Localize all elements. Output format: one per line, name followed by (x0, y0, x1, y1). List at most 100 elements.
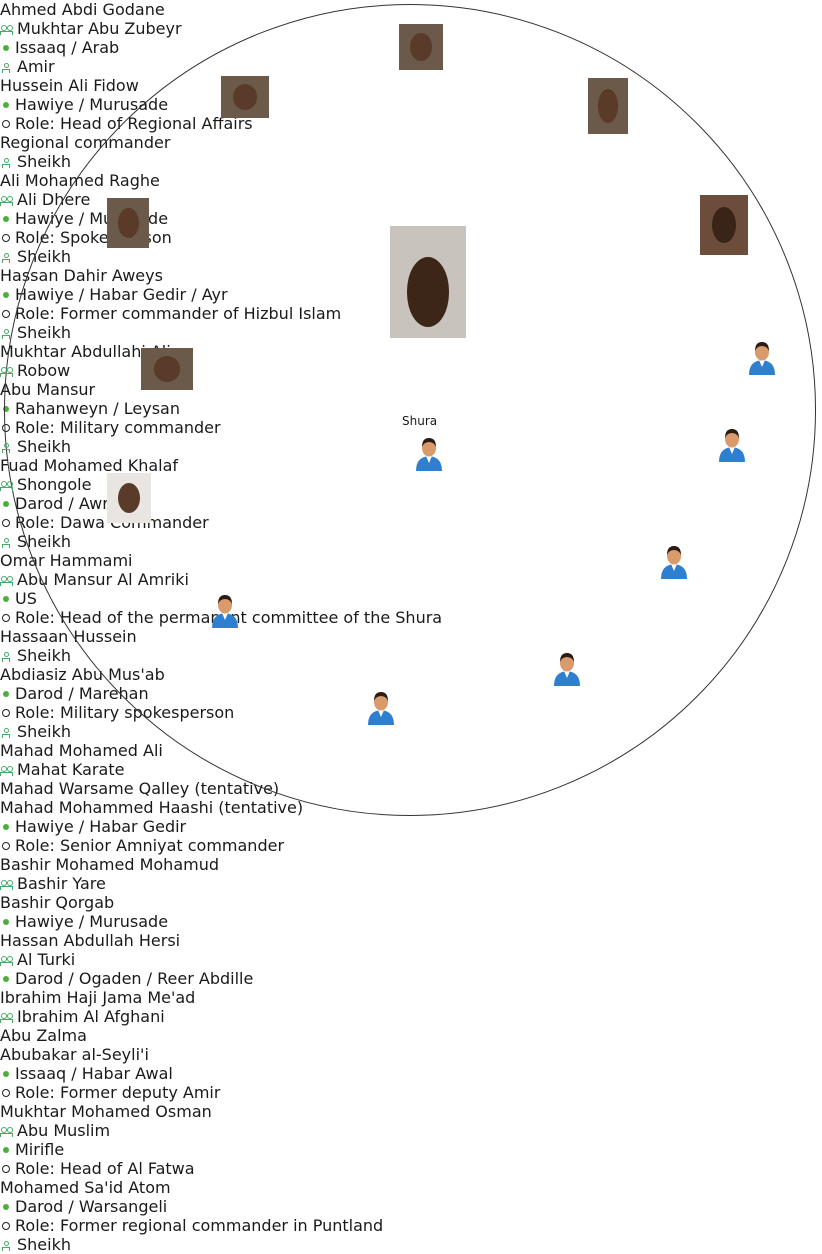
title-person-icon (2, 537, 10, 548)
person-alias-row: Abu Muslim (0, 1121, 822, 1140)
alias-icon (0, 1012, 14, 1023)
person-clan-row: Darod / Ogaden / Reer Abdille (0, 969, 822, 988)
person-alias-cont-row: Mahad Mohammed Haashi (tentative) (0, 798, 822, 817)
person-alias-text: Bashir Yare (17, 874, 106, 893)
title-person-icon (2, 157, 10, 168)
role-circle-icon (2, 1165, 10, 1173)
role-circle-icon (2, 120, 10, 128)
role-circle-icon (2, 310, 10, 318)
person-alias-row: Ibrahim Al Afghani (0, 1007, 822, 1026)
user-avatar-icon (749, 342, 775, 375)
alias-icon (0, 955, 14, 966)
role-circle-icon (2, 842, 10, 850)
person-alias-text: Ibrahim Al Afghani (17, 1007, 165, 1026)
person-clan-row: Mirifle (0, 1140, 822, 1159)
shura-label: Shura (402, 414, 438, 428)
person-alias-cont-text: Mahad Mohammed Haashi (tentative) (0, 798, 304, 817)
person-clan-text: Issaaq / Arab (15, 38, 120, 57)
person-clan-text: Darod / Warsangeli (15, 1197, 168, 1216)
person-name: Mukhtar Mohamed Osman (0, 1102, 212, 1121)
person-name: Hussein Ali Fidow (0, 76, 139, 95)
clan-bullet-icon (3, 691, 9, 697)
person-clan-text: Hawiye / Murusade (15, 95, 169, 114)
title-person-icon (2, 727, 10, 738)
clan-bullet-icon (3, 292, 9, 298)
alias-icon (0, 575, 14, 586)
person-role-text: Role: Senior Amniyat commander (15, 836, 285, 855)
person-role-text: Role: Head of Al Fatwa (15, 1159, 195, 1178)
person-alias-row: Al Turki (0, 950, 822, 969)
person-alias-cont-text: Abu Zalma (0, 1026, 87, 1045)
person-clan-row: Darod / Warsangeli (0, 1197, 822, 1216)
person-alias-cont-row: Abu Zalma (0, 1026, 822, 1045)
role-circle-icon (2, 1222, 10, 1230)
person-photo (107, 198, 149, 248)
clan-bullet-icon (3, 976, 9, 982)
person-title-row: Sheikh (0, 646, 822, 665)
alias-icon (0, 24, 14, 35)
role-circle-icon (2, 519, 10, 527)
clan-bullet-icon (3, 45, 9, 51)
person-clan-text: Mirifle (15, 1140, 65, 1159)
person-name: Hassan Abdullah Hersi (0, 931, 181, 950)
clan-bullet-icon (3, 596, 9, 602)
face-shape (233, 84, 257, 110)
person-alias-row: Bashir Yare (0, 874, 822, 893)
clan-bullet-icon (3, 824, 9, 830)
person-alias-cont-row: Abubakar al-Seyli'i (0, 1045, 822, 1064)
clan-bullet-icon (3, 919, 9, 925)
title-person-icon (2, 442, 10, 453)
person-photo (141, 348, 193, 390)
person-clan-text: Hawiye / Murusade (15, 912, 169, 931)
user-avatar-icon (212, 595, 238, 628)
person-name: Mohamed Sa'id Atom (0, 1178, 171, 1197)
person-alias-text: Abu Muslim (17, 1121, 111, 1140)
person-role-text: Role: Former regional commander in Puntl… (15, 1216, 384, 1235)
person-clan-text: Darod / Ogaden / Reer Abdille (15, 969, 254, 988)
person-title-row: Sheikh (0, 1235, 822, 1254)
face-shape (598, 89, 618, 123)
person-clan-row: Hawiye / Murusade (0, 912, 822, 931)
person-alias-text: Al Turki (17, 950, 76, 969)
title-person-icon (2, 252, 10, 263)
person-name: Mahad Mohamed Ali (0, 741, 163, 760)
alias-icon (0, 366, 14, 377)
clan-bullet-icon (3, 1071, 9, 1077)
face-shape (154, 356, 180, 382)
person-alias-row: Mukhtar Abu Zubeyr (0, 19, 822, 38)
title-person-icon (2, 651, 10, 662)
person-clan-text: Hawiye / Habar Gedir (15, 817, 187, 836)
person-photo (700, 195, 748, 255)
person-alias-cont-text: Bashir Qorgab (0, 893, 115, 912)
person-alias-text: Mahat Karate (17, 760, 125, 779)
person-clan-row: US (0, 589, 822, 608)
title-person-icon (2, 62, 10, 73)
face-shape (118, 483, 140, 513)
clan-bullet-icon (3, 1147, 9, 1153)
alias-icon (0, 765, 14, 776)
person-role-row: Role: Senior Amniyat commander (0, 836, 822, 855)
person-clan-row: Hawiye / Habar Gedir (0, 817, 822, 836)
person-alias-text: Mukhtar Abu Zubeyr (17, 19, 182, 38)
user-avatar-icon (368, 692, 394, 725)
person-photo (588, 78, 628, 134)
person-title-row: Sheikh (0, 152, 822, 171)
role-circle-icon (2, 614, 10, 622)
alias-icon (0, 1126, 14, 1137)
person-title-text: Sheikh (17, 722, 71, 741)
person-title-row: Amir (0, 57, 822, 76)
shura-circle (4, 4, 816, 816)
person-photo (399, 24, 443, 70)
user-avatar-icon (416, 438, 442, 471)
title-person-icon (2, 328, 10, 339)
person-name: Bashir Mohamed Mohamud (0, 855, 219, 874)
person-name: Ahmed Abdi Godane (0, 0, 165, 19)
person-role-row: Role: Former deputy Amir (0, 1083, 822, 1102)
person-alias-cont-text: Abubakar al-Seyli'i (0, 1045, 149, 1064)
title-person-icon (2, 1240, 10, 1251)
person-role-text: Role: Former deputy Amir (15, 1083, 221, 1102)
person-title-text: Amir (17, 57, 55, 76)
person-role-row: Role: Former regional commander in Puntl… (0, 1216, 822, 1235)
person-alias-cont-row: Bashir Qorgab (0, 893, 822, 912)
person-clan-text: Issaaq / Habar Awal (15, 1064, 173, 1083)
